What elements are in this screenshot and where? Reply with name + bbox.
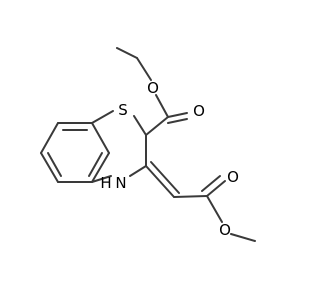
top-ester — [116, 47, 188, 136]
oxygen-label-bottom-carbonyl: O — [227, 168, 239, 186]
thiazine-ring — [91, 110, 147, 183]
double-bond-inner — [150, 161, 180, 194]
bond — [91, 110, 114, 124]
double-bond-inner — [201, 175, 221, 192]
bond — [230, 233, 256, 242]
bond — [40, 152, 59, 183]
bond — [91, 122, 110, 154]
oxygen-label-top-ether: O — [147, 79, 159, 97]
double-bond-inner — [47, 152, 62, 177]
oxygen-label-top-carbonyl: O — [193, 102, 205, 120]
bond — [136, 57, 152, 81]
bond — [145, 116, 169, 136]
bond — [173, 195, 208, 198]
bond — [91, 152, 110, 183]
nitrogen-h-label: H — [100, 174, 111, 192]
sulfur-label: S — [118, 101, 128, 119]
bond — [145, 165, 175, 198]
chemical-structure: S H N O O O O — [40, 47, 256, 242]
bond — [133, 115, 147, 136]
bottom-ester — [145, 161, 256, 242]
bond — [206, 180, 226, 197]
bond — [206, 195, 223, 223]
double-bond-inner — [167, 118, 188, 124]
bond — [116, 47, 138, 59]
double-bond-inner — [88, 152, 103, 177]
oxygen-label-bottom-ether: O — [219, 221, 231, 239]
bond — [167, 112, 188, 118]
nitrogen-label: N — [115, 174, 126, 192]
bond — [40, 122, 59, 154]
benzene-ring — [40, 122, 110, 183]
bond — [91, 175, 112, 183]
bond — [155, 94, 169, 118]
bond — [129, 165, 147, 177]
